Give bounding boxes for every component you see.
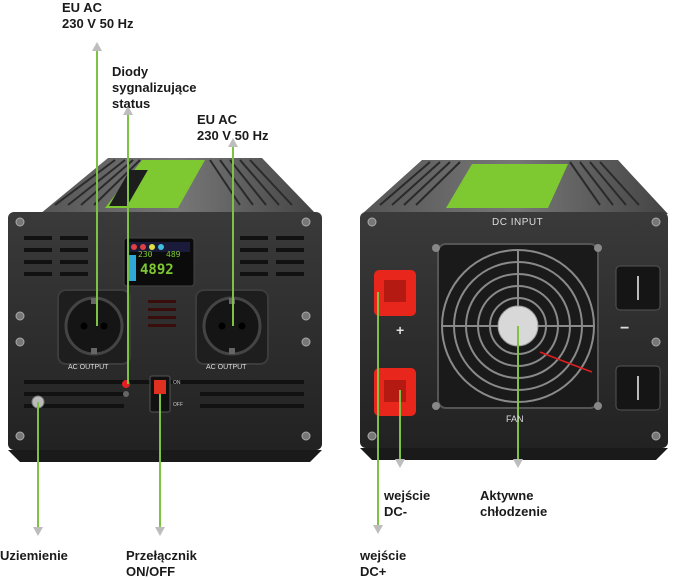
plus-sign: + xyxy=(396,322,405,338)
status-led-off xyxy=(123,391,129,397)
pointer-lines xyxy=(37,48,519,530)
back-top-label xyxy=(446,164,568,208)
label-grounding: Uziemienie xyxy=(0,548,68,563)
lcd-voltage-out: 489 xyxy=(166,250,181,259)
label-power-switch: Przełącznik ON/OFF xyxy=(126,548,197,579)
switch-on-label: ON xyxy=(173,380,181,386)
dc-minus-terminal xyxy=(374,368,416,416)
switch-off-label: OFF xyxy=(173,402,183,408)
fan-label: FAN xyxy=(506,414,524,424)
minus-sign: − xyxy=(620,320,630,337)
label-eu-ac-left: EU AC 230 V 50 Hz xyxy=(62,0,134,31)
label-eu-ac-right: EU AC 230 V 50 Hz xyxy=(197,112,269,143)
front-panel xyxy=(8,212,322,450)
lcd-voltage-in: 230 xyxy=(138,250,153,259)
ac-socket-left xyxy=(57,289,131,365)
label-dc-plus: wejście DC+ xyxy=(360,548,407,579)
label-dc-minus: wejście DC- xyxy=(384,488,431,519)
pointer-arrowheads xyxy=(33,42,523,536)
lcd-power: 4892 xyxy=(140,262,174,278)
socket-label-left: AC OUTPUT xyxy=(68,364,109,371)
dc-input-label: DC INPUT xyxy=(492,217,544,228)
label-status-leds: Diody sygnalizujące status xyxy=(112,64,197,111)
label-active-cooling: Aktywne chłodzenie xyxy=(480,488,548,519)
inverter-front-view xyxy=(8,158,322,462)
socket-label-right: AC OUTPUT xyxy=(206,364,247,371)
dc-plus-terminal xyxy=(374,270,416,316)
